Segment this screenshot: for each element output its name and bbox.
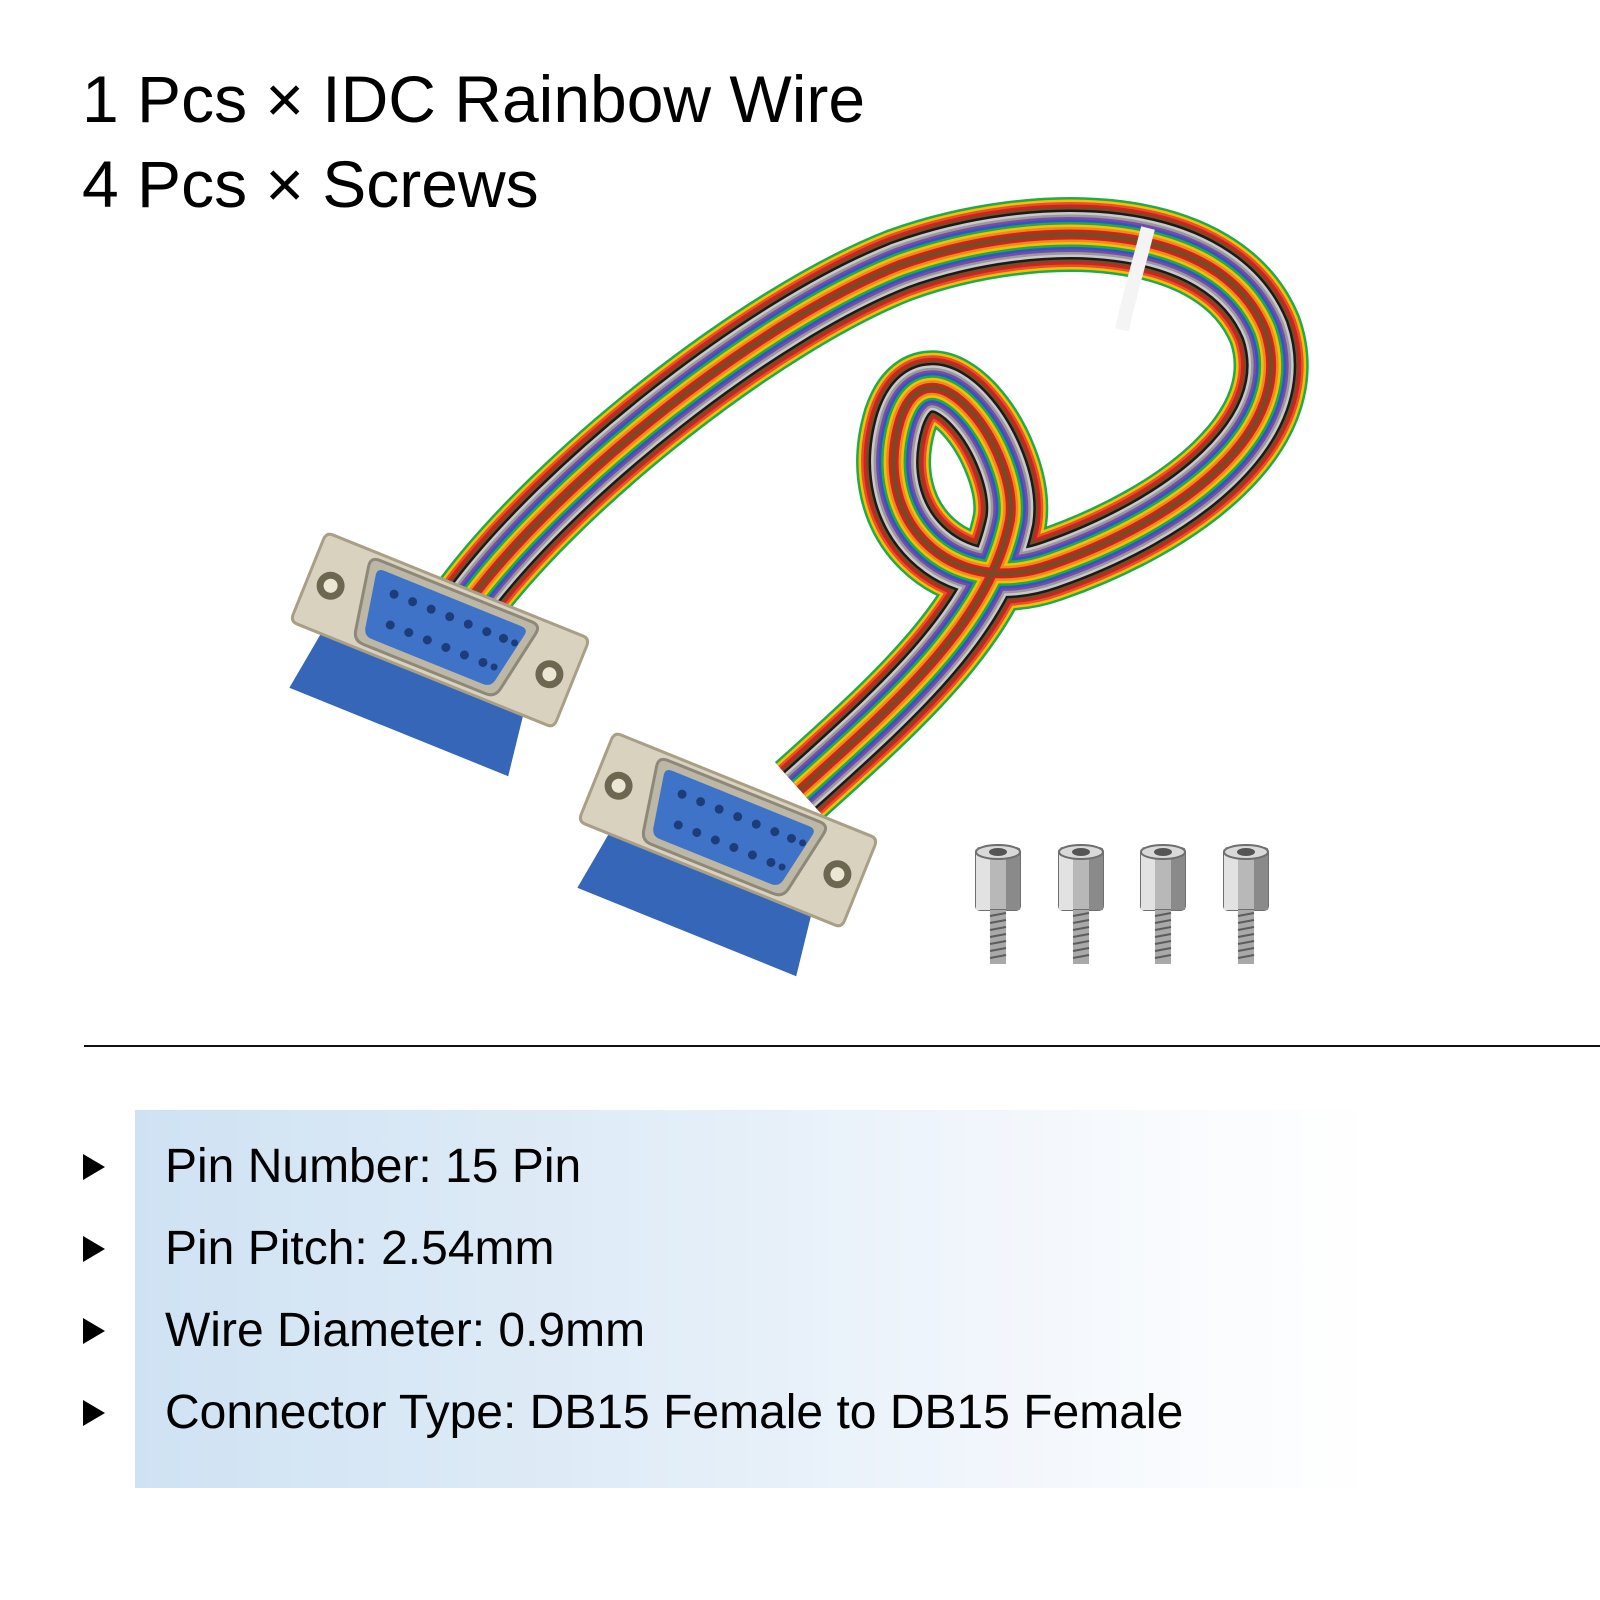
spec-list: Pin Number: 15 Pin Pin Pitch: 2.54mm Wir…: [0, 1140, 1600, 1473]
spec-row: Connector Type: DB15 Female to DB15 Fema…: [0, 1386, 1600, 1473]
ribbon-wire-stripe: [468, 232, 1274, 792]
spec-panel: [135, 1110, 1375, 1488]
cable-tie: [1115, 226, 1155, 332]
spec-connector-type: Connector Type: DB15 Female to DB15 Fema…: [165, 1386, 1184, 1439]
spec-pin-pitch: Pin Pitch: 2.54mm: [165, 1222, 555, 1275]
bullet-triangle-icon: [83, 1236, 105, 1262]
bullet-triangle-icon: [83, 1400, 105, 1426]
bullet-triangle-icon: [83, 1154, 105, 1180]
headline-wire-count: 1 Pcs × IDC Rainbow Wire: [82, 62, 866, 136]
product-illustration: [265, 197, 1309, 987]
bullet-triangle-icon: [83, 1318, 105, 1344]
spec-row: Pin Pitch: 2.54mm: [0, 1222, 1600, 1309]
spec-row: Pin Number: 15 Pin: [0, 1140, 1600, 1227]
spec-wire-diameter: Wire Diameter: 0.9mm: [165, 1304, 646, 1357]
headline-screw-count: 4 Pcs × Screws: [82, 147, 539, 221]
spec-pin-number: Pin Number: 15 Pin: [165, 1140, 582, 1193]
spec-row: Wire Diameter: 0.9mm: [0, 1304, 1600, 1391]
section-divider: [84, 1045, 1600, 1047]
